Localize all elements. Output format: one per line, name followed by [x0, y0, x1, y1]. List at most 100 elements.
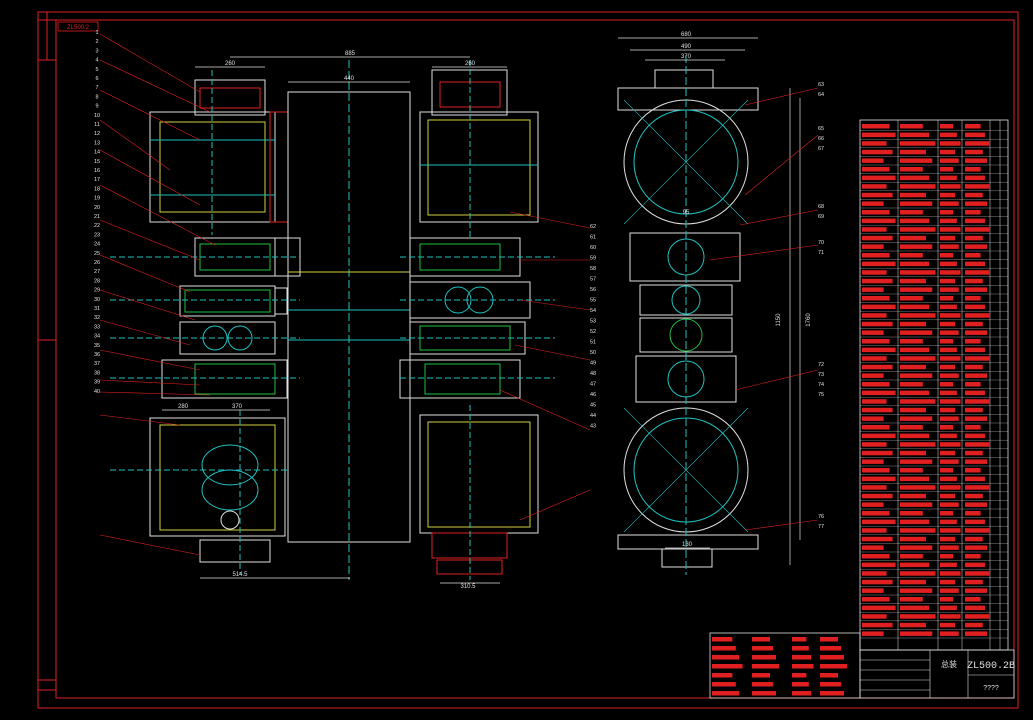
svg-text:95: 95 — [683, 210, 690, 216]
parts-row-text-bar — [900, 536, 926, 542]
balloon-number: 63 — [818, 82, 824, 88]
parts-row-text-bar — [862, 218, 896, 224]
balloon-number: 12 — [94, 131, 100, 137]
parts-row-text-bar — [900, 597, 923, 602]
parts-row-text-bar — [900, 304, 930, 310]
balloon-number: 16 — [94, 168, 100, 174]
svg-text:260: 260 — [225, 61, 236, 67]
parts-row-text-bar — [940, 321, 956, 327]
parts-row-text-bar — [820, 682, 841, 687]
parts-row-text-bar — [940, 244, 959, 249]
parts-row-text-bar — [965, 201, 988, 206]
balloon-number: 57 — [590, 277, 596, 283]
parts-row-text-bar — [940, 450, 956, 456]
balloon-number: 21 — [94, 214, 100, 220]
left-upper-housing — [149, 70, 289, 235]
parts-row-text-bar — [900, 416, 933, 421]
left-lower-gearbox — [110, 410, 290, 575]
parts-row-text-bar — [940, 287, 959, 292]
parts-row-text-bar — [862, 244, 884, 249]
parts-row-text-bar — [900, 347, 930, 353]
parts-row-text-bar — [940, 184, 961, 189]
dimension-lines — [162, 37, 801, 584]
parts-row-text-bar — [965, 347, 985, 353]
svg-text:310.5: 310.5 — [460, 584, 476, 590]
parts-row-text-bar — [712, 673, 733, 678]
parts-row-text-bar — [965, 519, 985, 525]
parts-row-text-bar — [965, 382, 981, 387]
svg-text:130: 130 — [682, 542, 693, 548]
balloon-number: 67 — [818, 146, 824, 152]
parts-row-text-bar — [900, 192, 926, 198]
parts-row-text-bar — [940, 356, 961, 361]
parts-row-text-bar — [900, 511, 923, 516]
parts-row-text-bar — [862, 321, 893, 327]
parts-row-text-bar — [862, 261, 896, 267]
parts-row-text-bar — [900, 579, 926, 585]
parts-row-text-bar — [900, 485, 936, 490]
balloon-number: 19 — [94, 196, 100, 202]
parts-row-text-bar — [900, 364, 926, 370]
balloon-number: 17 — [94, 177, 100, 183]
svg-text:280: 280 — [178, 404, 189, 410]
svg-text:1760: 1760 — [806, 313, 812, 327]
parts-row-text-bar — [965, 124, 981, 129]
parts-row-text-bar — [900, 201, 933, 206]
parts-row-text-bar — [820, 637, 838, 642]
parts-row-text-bar — [900, 373, 933, 378]
parts-row-text-bar — [862, 562, 896, 568]
parts-row-text-bar — [965, 485, 990, 490]
parts-row-text-bar — [900, 124, 923, 129]
parts-row-text-bar — [862, 605, 896, 611]
parts-row-text-bar — [712, 637, 733, 642]
parts-row-text-bar — [820, 646, 841, 651]
parts-row-text-bar — [900, 399, 936, 404]
parts-row-text-bar — [712, 682, 736, 687]
parts-row-text-bar — [792, 664, 814, 669]
parts-row-text-bar — [965, 588, 988, 593]
parts-row-text-bar — [900, 614, 936, 619]
balloon-number: 24 — [94, 242, 100, 248]
balloon-number: 27 — [94, 269, 100, 275]
balloon-number: 4 — [95, 58, 98, 64]
balloon-number: 22 — [94, 223, 100, 229]
parts-row-text-bar — [965, 528, 990, 533]
balloon-number: 53 — [590, 319, 596, 325]
svg-text:680: 680 — [681, 32, 692, 38]
parts-row-text-bar — [940, 382, 954, 387]
parts-row-text-bar — [900, 433, 930, 439]
parts-row-text-bar — [940, 485, 961, 490]
parts-row-text-bar — [862, 149, 893, 155]
parts-row-text-bar — [862, 631, 884, 636]
parts-row-text-bar — [862, 270, 887, 275]
parts-row-text-bar — [862, 597, 890, 602]
balloon-number: 29 — [94, 288, 100, 294]
parts-row-text-bar — [900, 528, 936, 533]
parts-row-text-bar — [965, 468, 981, 473]
balloon-number: 71 — [818, 250, 824, 256]
parts-row-text-bar — [900, 554, 923, 559]
parts-row-text-bar — [965, 261, 985, 267]
balloon-number: 37 — [94, 361, 100, 367]
balloon-number: 35 — [94, 343, 100, 349]
svg-text:370: 370 — [681, 54, 692, 60]
parts-row-text-bar — [940, 605, 957, 611]
balloon-number: 36 — [94, 352, 100, 358]
parts-row-text-bar — [900, 407, 926, 413]
parts-row-text-bar — [965, 545, 988, 550]
balloon-number: 58 — [590, 266, 596, 272]
balloon-number: 77 — [818, 524, 824, 530]
parts-row-text-bar — [965, 614, 990, 619]
balloon-number: 26 — [94, 260, 100, 266]
parts-row-text-bar — [820, 673, 838, 678]
parts-row-text-bar — [940, 261, 957, 267]
title-block: 总装 ZL500.2B ???? — [859, 649, 1015, 699]
parts-row-text-bar — [862, 278, 893, 284]
balloon-number: 15 — [94, 159, 100, 165]
parts-row-text-bar — [965, 442, 990, 447]
parts-row-text-bar — [965, 244, 988, 249]
parts-row-text-bar — [712, 691, 740, 696]
parts-row-text-bar — [862, 313, 887, 318]
parts-row-text-bar — [965, 321, 983, 327]
parts-row-text-bar — [965, 597, 981, 602]
